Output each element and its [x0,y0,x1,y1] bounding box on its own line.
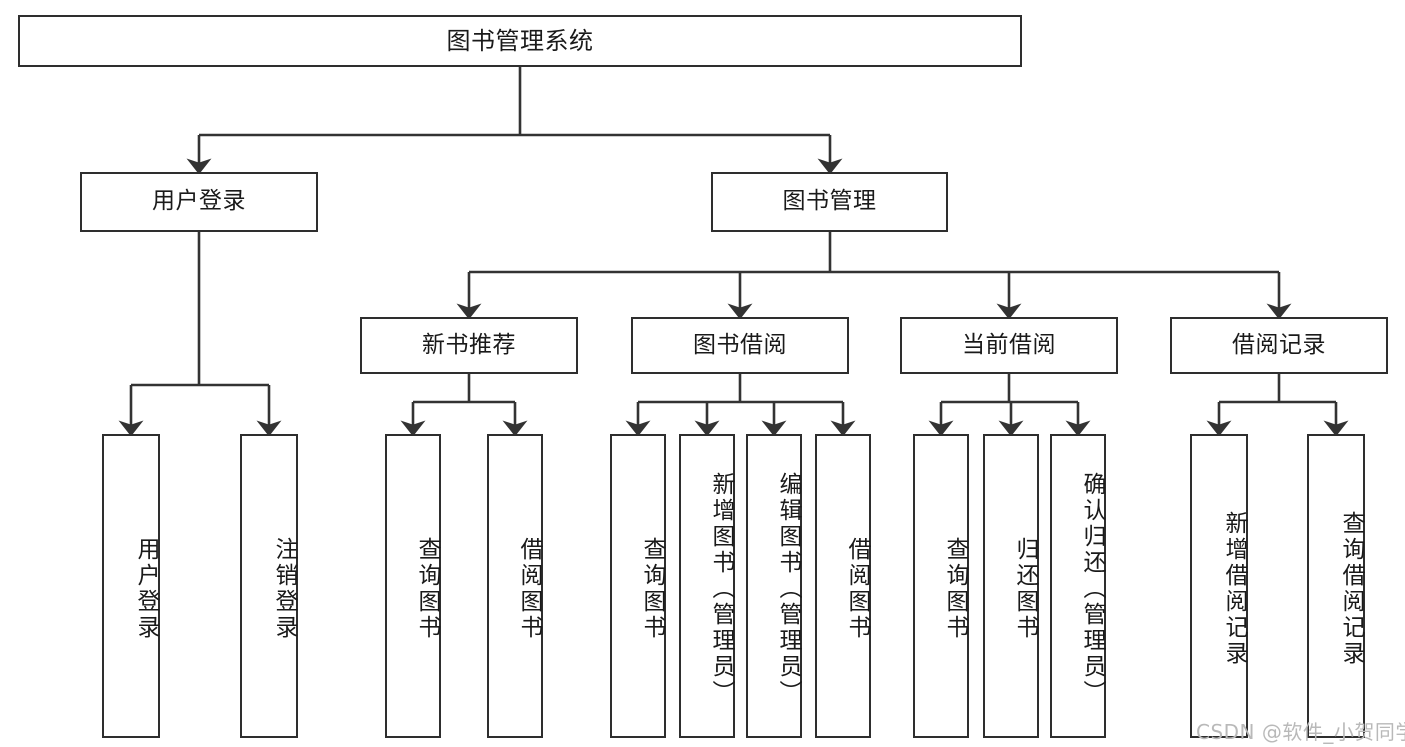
node-leaf-query-borrow-record[interactable]: 查询借阅记录 [1307,434,1365,738]
node-leaf-borrow-book-1[interactable]: 借阅图书 [487,434,543,738]
node-leaf-return-book[interactable]: 归还图书 [983,434,1039,738]
node-leaf-add-borrow-record[interactable]: 新增借阅记录 [1190,434,1248,738]
node-label: 注销登录 [271,537,297,641]
node-label: 用户登录 [133,537,159,641]
node-label: 借阅图书 [516,537,542,641]
node-label: 编辑图书（管理员） [775,472,801,706]
node-new-book-recommend[interactable]: 新书推荐 [360,317,578,374]
node-label: 借阅图书 [844,537,870,641]
csdn-watermark: CSDN @软件_小贺同学 [1196,720,1405,744]
node-label: 新增图书（管理员） [708,472,734,706]
node-label: 查询图书 [639,537,665,641]
node-leaf-confirm-return-admin[interactable]: 确认归还（管理员） [1050,434,1106,738]
node-user-login[interactable]: 用户登录 [80,172,318,232]
node-label: 归还图书 [1012,537,1038,641]
node-leaf-borrow-book-2[interactable]: 借阅图书 [815,434,871,738]
node-leaf-logout[interactable]: 注销登录 [240,434,298,738]
node-leaf-query-book-3[interactable]: 查询图书 [913,434,969,738]
node-leaf-user-login[interactable]: 用户登录 [102,434,160,738]
node-root-system[interactable]: 图书管理系统 [18,15,1022,67]
node-leaf-query-book-1[interactable]: 查询图书 [385,434,441,738]
node-label: 查询图书 [414,537,440,641]
node-label: 确认归还（管理员） [1079,472,1105,706]
node-book-manage[interactable]: 图书管理 [711,172,948,232]
node-leaf-edit-book-admin[interactable]: 编辑图书（管理员） [746,434,802,738]
node-leaf-query-book-2[interactable]: 查询图书 [610,434,666,738]
node-leaf-add-book-admin[interactable]: 新增图书（管理员） [679,434,735,738]
node-label: 新增借阅记录 [1221,511,1247,667]
node-label: 查询借阅记录 [1338,511,1364,667]
node-borrow-record[interactable]: 借阅记录 [1170,317,1388,374]
node-label: 查询图书 [942,537,968,641]
node-book-borrow[interactable]: 图书借阅 [631,317,849,374]
node-current-borrow[interactable]: 当前借阅 [900,317,1118,374]
